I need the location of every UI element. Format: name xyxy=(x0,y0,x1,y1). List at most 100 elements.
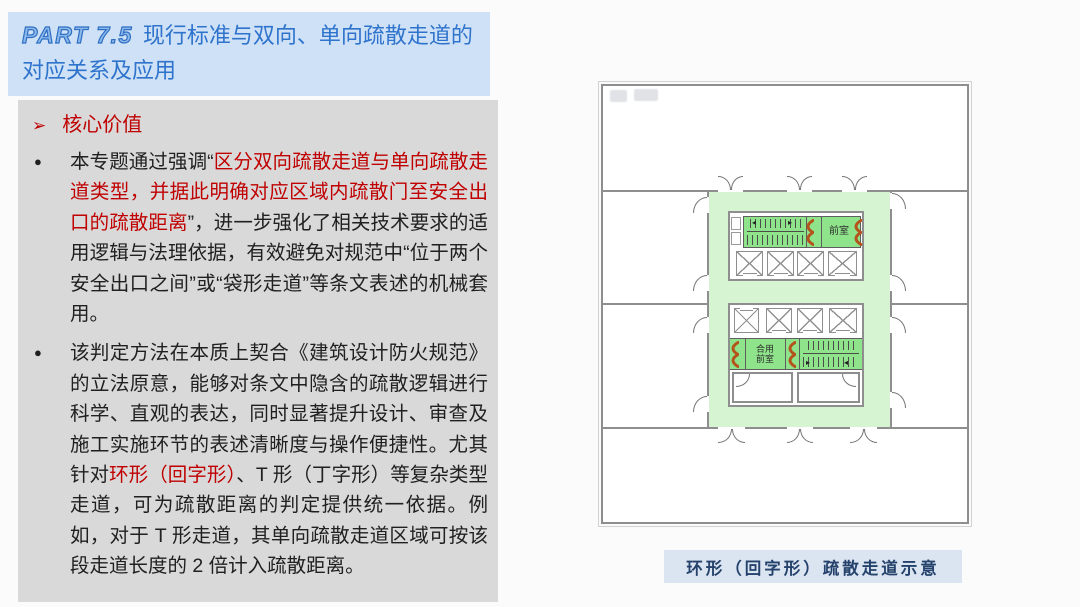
wall xyxy=(601,190,969,192)
arrow-bullet-icon: ➢ xyxy=(32,116,47,135)
door-arc-icon xyxy=(787,176,812,190)
part-label: PART 7.5 xyxy=(21,21,133,48)
door-opening xyxy=(842,190,867,192)
text-segment: 、T 形（丁字形）等复杂类型走道，可为疏散距离的判定提供统一依据。例如，对于 T… xyxy=(70,464,488,578)
door-arc-icon xyxy=(736,374,750,387)
bullet-text: 该判定方法在本质上契合《建筑设计防火规范》的立法原意，能够对条文中隐含的疏散逻辑… xyxy=(70,338,490,581)
door-opening xyxy=(718,427,745,429)
elevator-door xyxy=(773,273,788,276)
wall xyxy=(821,217,822,247)
fire-door-icon xyxy=(850,219,864,251)
door-opening xyxy=(787,427,813,429)
bullet-marker-icon: ● xyxy=(34,345,42,361)
upper-core: ◂ ▸ 前室 xyxy=(728,211,864,281)
wall xyxy=(601,303,708,305)
elevator-door xyxy=(772,330,786,333)
stair-room: ◂ ▸ xyxy=(744,217,807,247)
door-opening xyxy=(707,317,709,333)
wall xyxy=(745,339,746,369)
text-segment: 该判定方法在本质上契合《建筑设计防火规范》的立法原意，能够对条文中隐含的疏散逻辑… xyxy=(70,342,488,487)
fire-door-icon xyxy=(784,341,798,373)
page-title: 现行标准与双向、单向疏散走道的对应关系及应用 xyxy=(22,23,473,83)
section-heading: ➢ 核心价值 xyxy=(30,112,490,139)
door-opening xyxy=(890,275,892,291)
stair-direction-arrow: ▸ xyxy=(806,358,811,367)
floor-plan: ◂ ▸ 前室 xyxy=(596,76,978,532)
shared-front-room: 合用 前室 xyxy=(746,339,784,369)
wall xyxy=(799,339,800,369)
bullet-marker-icon: ● xyxy=(34,154,42,169)
diagram-caption-text: 环形（回字形）疏散走道示意 xyxy=(686,558,940,578)
stair-divider xyxy=(803,353,859,354)
door-opening xyxy=(707,396,709,412)
door-arc-icon xyxy=(718,176,743,190)
stair-lobby-strip: ◂ ▸ 前室 xyxy=(743,216,864,251)
front-room-label: 前室 xyxy=(829,225,849,237)
wall xyxy=(891,303,969,305)
fire-door-icon xyxy=(802,219,816,251)
elevator-shaft xyxy=(797,308,823,333)
fire-door-icon xyxy=(727,341,741,373)
door-opening xyxy=(850,427,877,429)
lower-core: 合用 前室 ▸ ◂ xyxy=(728,303,864,407)
bullet-item: ● 该判定方法在本质上契合《建筑设计防火规范》的立法原意，能够对条文中隐含的疏散逻… xyxy=(30,338,490,581)
door-arc-icon xyxy=(850,429,877,443)
core-room xyxy=(732,372,793,403)
elevator-shaft xyxy=(766,308,792,333)
door-opening xyxy=(890,392,892,408)
core-room xyxy=(797,372,860,403)
stair-divider xyxy=(747,231,804,232)
elevator-door xyxy=(742,273,757,276)
elevator-shaft xyxy=(767,251,794,276)
elevator-shaft xyxy=(828,251,857,276)
wall xyxy=(785,339,786,369)
elevator-shaft xyxy=(829,308,857,333)
text-segment: 本专题通过强调“ xyxy=(70,151,214,173)
stair-direction-arrow: ◂ xyxy=(844,358,849,367)
diagram-caption: 环形（回字形）疏散走道示意 xyxy=(664,550,962,583)
elevator-shaft xyxy=(797,251,824,276)
section-heading-label: 核心价值 xyxy=(62,114,143,136)
door-arc-icon xyxy=(842,176,867,190)
door-opening xyxy=(890,193,892,209)
door-opening xyxy=(787,190,812,192)
stair-direction-arrow: ◂ xyxy=(752,218,757,227)
shared-front-room-label: 合用 前室 xyxy=(755,343,774,365)
stair-room: ▸ ◂ xyxy=(800,339,862,369)
door-opening xyxy=(707,197,709,213)
stair-icon xyxy=(747,235,803,245)
bullet-list: ● 本专题通过强调“区分双向疏散走道与单向疏散走道类型，并据此明确对应区域内疏散门… xyxy=(30,147,490,582)
shaft-box xyxy=(731,232,741,245)
content-panel: ➢ 核心价值 ● 本专题通过强调“区分双向疏散走道与单向疏散走道类型，并据此明确对应… xyxy=(18,100,498,602)
door-opening xyxy=(718,190,743,192)
stair-icon xyxy=(808,341,858,350)
elevator-shaft xyxy=(734,308,759,333)
door-opening xyxy=(707,275,709,291)
text-segment: 区分双向疏散走道与单向疏散走道类型，并据此明确对应区域内疏散门至安全出口的疏散距… xyxy=(70,151,488,234)
elevator-door xyxy=(835,330,851,333)
shared-lobby-strip: 合用 前室 ▸ ◂ xyxy=(730,338,862,370)
door-arc-icon xyxy=(842,374,856,387)
text-segment: ”，进一步强化了相关技术要求的适用逻辑与法理依据，有效避免对规范中“位于两个安全… xyxy=(70,211,488,326)
wall xyxy=(890,190,892,427)
stair-direction-arrow: ▸ xyxy=(788,218,793,227)
door-arc-icon xyxy=(718,429,745,443)
text-segment: 环形（回字形） xyxy=(109,464,237,487)
watermark xyxy=(610,88,660,104)
elevator-door xyxy=(740,308,753,311)
door-arc-icon xyxy=(787,429,813,443)
elevator-door xyxy=(834,273,851,276)
bullet-item: ● 本专题通过强调“区分双向疏散走道与单向疏散走道类型，并据此明确对应区域内疏散门… xyxy=(30,147,490,329)
door-opening xyxy=(890,317,892,333)
elevator-shaft xyxy=(736,251,763,276)
wall xyxy=(601,427,969,429)
stair-icon xyxy=(750,219,803,228)
elevator-door xyxy=(803,273,818,276)
stair-icon xyxy=(803,357,858,367)
wall xyxy=(707,190,709,427)
elevator-door xyxy=(803,330,817,333)
shaft-box xyxy=(731,217,741,230)
bullet-text: 本专题通过强调“区分双向疏散走道与单向疏散走道类型，并据此明确对应区域内疏散门至… xyxy=(70,147,490,329)
front-room: 前室 xyxy=(822,217,856,247)
